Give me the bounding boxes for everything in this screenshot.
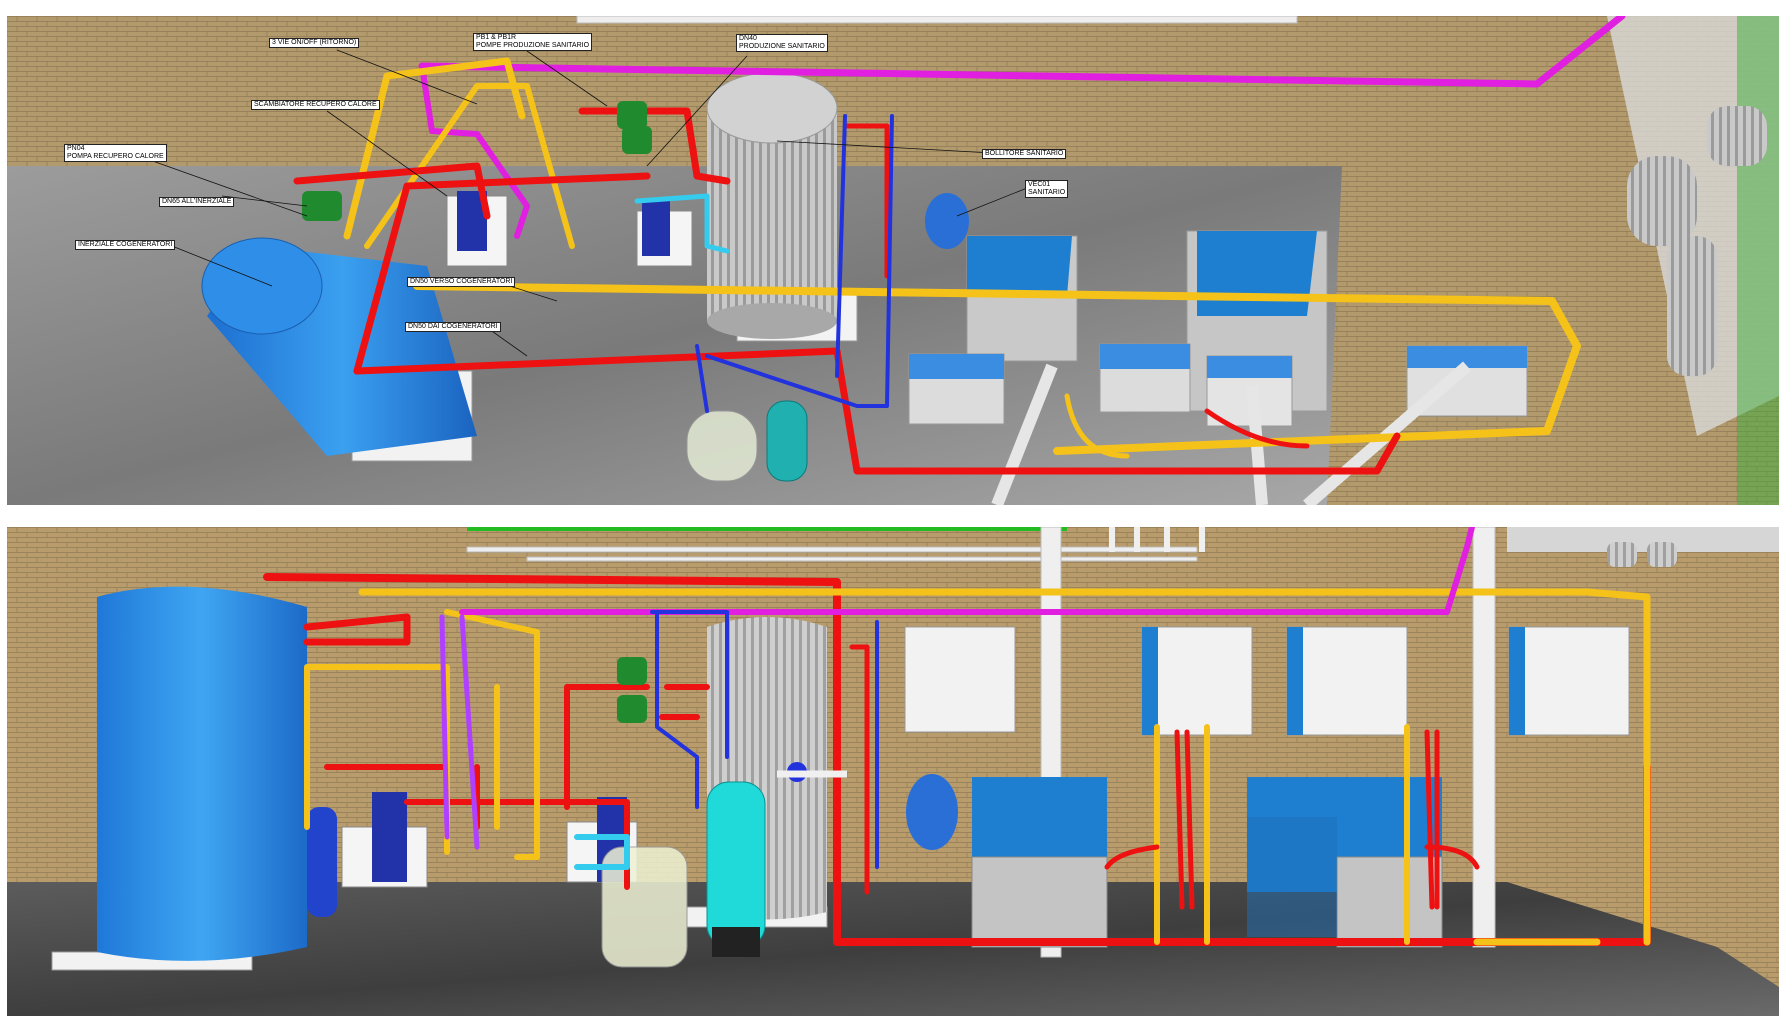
ceiling-pipe (576, 16, 1298, 24)
label-bollitore: BOLLITORE SANITARIO (982, 149, 1067, 159)
cogenerators (971, 777, 1443, 948)
cogenerator-units (908, 230, 1528, 505)
inerziale-tank (201, 237, 477, 462)
label-three-way-valve: 3 VIE ON/OFF (RITORNO) (269, 38, 360, 48)
front-view-drawing (7, 527, 1779, 1016)
top-view-panel: 3 VIE ON/OFF (RITORNO) PB1 & PB1R POMPE … (7, 16, 1779, 505)
exterior-ducts (1607, 542, 1677, 567)
ceiling-pipe-2 (526, 556, 1198, 562)
grass-strip (1737, 16, 1779, 505)
exchanger-plates-2 (642, 201, 670, 256)
green-line (467, 527, 1067, 531)
bollitore-tank (706, 72, 858, 342)
column-2 (1472, 527, 1496, 948)
label-pb1-pumps: PB1 & PB1R POMPE PRODUZIONE SANITARIO (473, 33, 593, 51)
salt-tank (601, 846, 688, 968)
label-dn40: DN40 PRODUZIONE SANITARIO (736, 34, 828, 52)
wall-boilers (904, 626, 1630, 736)
pumps (617, 657, 647, 723)
pipes (293, 16, 1626, 475)
label-inerziale: INERZIALE COGENERATORI (75, 240, 176, 250)
inerziale-tank (51, 586, 337, 971)
label-dn50-verso: DN50 VERSO COGENERATORI (407, 277, 516, 287)
label-dn50-dai: DN50 DAI COGENERATORI (405, 322, 501, 332)
pumps (302, 101, 652, 221)
softener-tank (766, 400, 808, 482)
softener-tank (706, 781, 766, 948)
exchanger-plates-1 (372, 792, 407, 882)
ceiling-drops (1109, 527, 1205, 552)
ceiling-pipe-1 (466, 546, 1198, 553)
softener-base (712, 927, 760, 957)
label-dn65: DN65 ALL'INERZIALE (159, 197, 235, 207)
pipes (263, 527, 1651, 946)
front-view-panel (7, 527, 1779, 1016)
label-pn04: PN04 POMPA RECUPERO CALORE (64, 144, 167, 162)
label-exchanger: SCAMBIATORE RECUPERO CALORE (251, 100, 380, 110)
vec01-vessel (906, 774, 958, 850)
salt-tank (686, 410, 758, 482)
label-vec01: VEC01 SANITARIO (1025, 180, 1069, 198)
exterior-ducts (1627, 106, 1767, 376)
vec01-vessel (925, 193, 969, 249)
ceiling-edge (1507, 527, 1779, 552)
top-view-drawing (7, 16, 1779, 505)
